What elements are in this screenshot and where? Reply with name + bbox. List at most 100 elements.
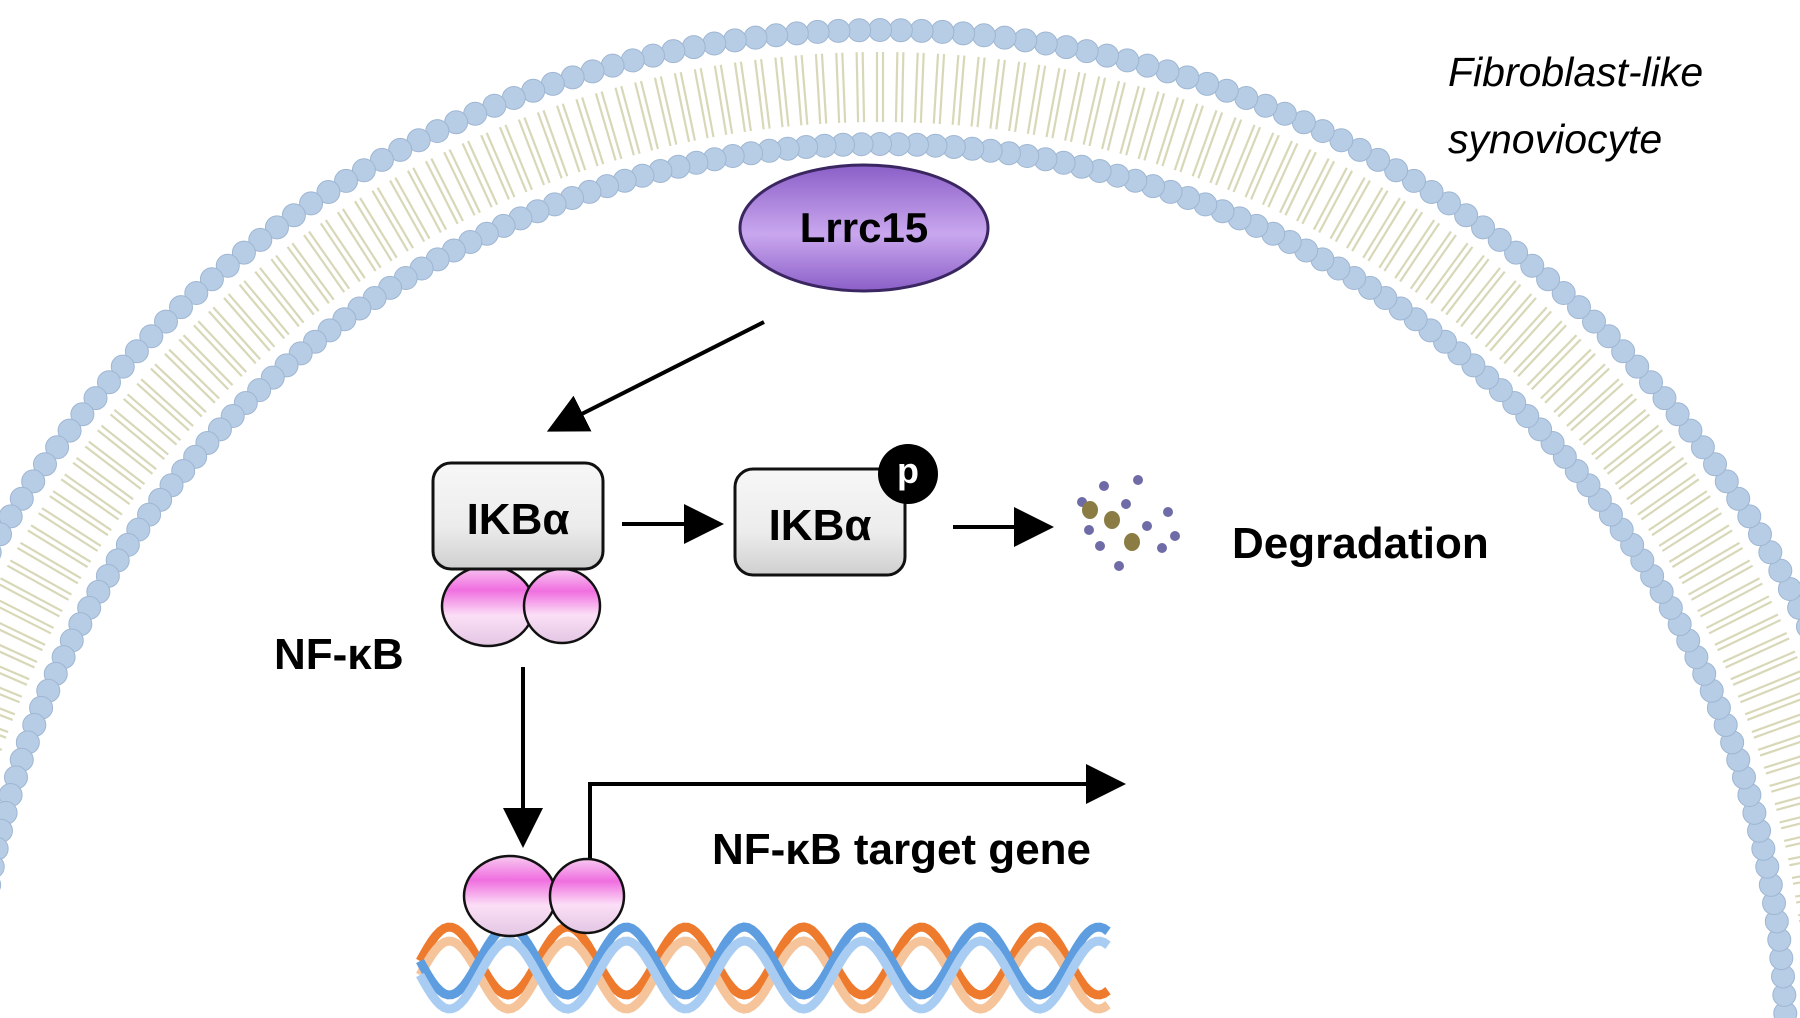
phospholipid: [70, 402, 184, 498]
transcription-arrow: [588, 764, 1126, 865]
phospholipid: [1326, 158, 1409, 281]
phospholipid: [640, 43, 691, 179]
phospholipid: [1087, 48, 1140, 184]
phospholipid: [1123, 59, 1180, 193]
phospholipid: [702, 31, 745, 169]
phospholipid: [600, 53, 655, 188]
phospholipid: [784, 21, 819, 160]
phospholipid: [482, 93, 550, 224]
phospholipid: [57, 418, 173, 512]
degradation-label: Degradation: [1232, 519, 1489, 568]
phospholipid: [521, 78, 584, 210]
fragment-dot: [1163, 507, 1173, 517]
cell-type-label-line1: Fibroblast-like: [1448, 49, 1703, 95]
phospholipid: [996, 28, 1038, 166]
phospholipid: [1515, 324, 1621, 429]
phospholipid: [1564, 386, 1677, 483]
cell-type-label-line2: synoviocyte: [1448, 116, 1662, 162]
phospholipid: [1105, 53, 1160, 188]
phospholipid: [169, 295, 272, 403]
fragment-dot: [1084, 525, 1094, 535]
fragment-dot: [1170, 531, 1180, 541]
phospholipid: [868, 18, 892, 156]
activation-arrow: [546, 320, 765, 432]
phosphate-label: p: [897, 450, 919, 491]
phospholipid: [1552, 370, 1664, 469]
lipid-bilayer: [0, 18, 1800, 1018]
phospholipid: [1658, 540, 1783, 620]
target-gene-label: NF-κB target gene: [712, 825, 1091, 874]
phosphate-icon: [878, 444, 938, 504]
phospholipid: [299, 191, 387, 311]
fragment-dot: [1124, 533, 1140, 551]
phospholipid: [923, 19, 955, 158]
phospholipid: [45, 435, 162, 527]
phospholipid: [0, 879, 2, 891]
phospholipid: [826, 18, 856, 157]
phospholipid: [560, 65, 620, 199]
phospholipid: [1609, 452, 1728, 542]
phospholipid: [620, 48, 673, 184]
fragment-dot: [1082, 501, 1098, 519]
phospholipid: [681, 35, 727, 172]
phospholipid: [264, 215, 357, 332]
phospholipid: [139, 324, 245, 429]
phospholipid: [83, 386, 196, 483]
phospholipid: [215, 253, 313, 366]
degradation-fragments: [1077, 475, 1180, 571]
phospholipid: [21, 469, 140, 557]
nfkb-label: NF-κB: [274, 630, 404, 679]
phospholipid: [1528, 339, 1636, 442]
phospholipid: [1475, 281, 1576, 390]
phospholipid: [540, 71, 602, 204]
phospholipid: [904, 18, 934, 157]
phospholipid: [1540, 354, 1650, 455]
phospholipid: [941, 21, 976, 160]
phospholipid: [1747, 816, 1800, 843]
lrrc15-label: Lrrc15: [800, 204, 928, 251]
fragment-dot: [1121, 499, 1131, 509]
phospholipid: [1576, 402, 1690, 498]
phospholipid: [580, 59, 637, 193]
phospholipid: [1373, 191, 1461, 311]
phospholipid: [1357, 180, 1444, 300]
phospholipid: [1667, 558, 1793, 637]
phospholipid: [1051, 39, 1099, 175]
dna-helix: [416, 922, 1111, 1014]
phospho-ikba-node: IKBα p: [733, 444, 938, 577]
phospholipid: [110, 354, 220, 455]
phospholipid: [444, 110, 516, 238]
fragment-dot: [1095, 541, 1105, 551]
phospho-ikba-label: IKBα: [769, 501, 872, 550]
phospholipid: [501, 86, 567, 217]
phospholipid: [1447, 253, 1545, 366]
phospholipid: [124, 339, 232, 442]
fragment-dot: [1133, 475, 1143, 485]
fragment-dot: [1157, 543, 1167, 553]
phospholipid: [316, 180, 403, 300]
phospholipid: [743, 25, 782, 163]
phospholipid: [1388, 203, 1479, 321]
phospholipid: [1433, 240, 1529, 354]
ikba-node: IKBα: [431, 461, 605, 571]
phospholipid: [886, 18, 913, 157]
phospholipid: [1640, 504, 1762, 589]
phospholipid: [1461, 267, 1561, 378]
phospholipid: [1158, 71, 1220, 204]
nfkb-dna-bound: [462, 854, 626, 938]
ikba-label: IKBα: [467, 495, 570, 544]
phospholipid: [1015, 31, 1058, 169]
phospholipid: [96, 370, 208, 469]
phospholipid: [1502, 309, 1607, 415]
phospholipid: [1140, 65, 1200, 199]
phospholipid: [184, 281, 285, 390]
lrrc15-node: Lrrc15: [738, 163, 990, 293]
phospholipid: [960, 23, 996, 161]
phospholipid: [1342, 168, 1426, 291]
phospholipid: [351, 158, 434, 281]
phospholipid: [0, 504, 120, 589]
phospholipid: [1033, 35, 1079, 172]
phospholipid: [0, 837, 9, 861]
phospholipid: [847, 18, 874, 157]
